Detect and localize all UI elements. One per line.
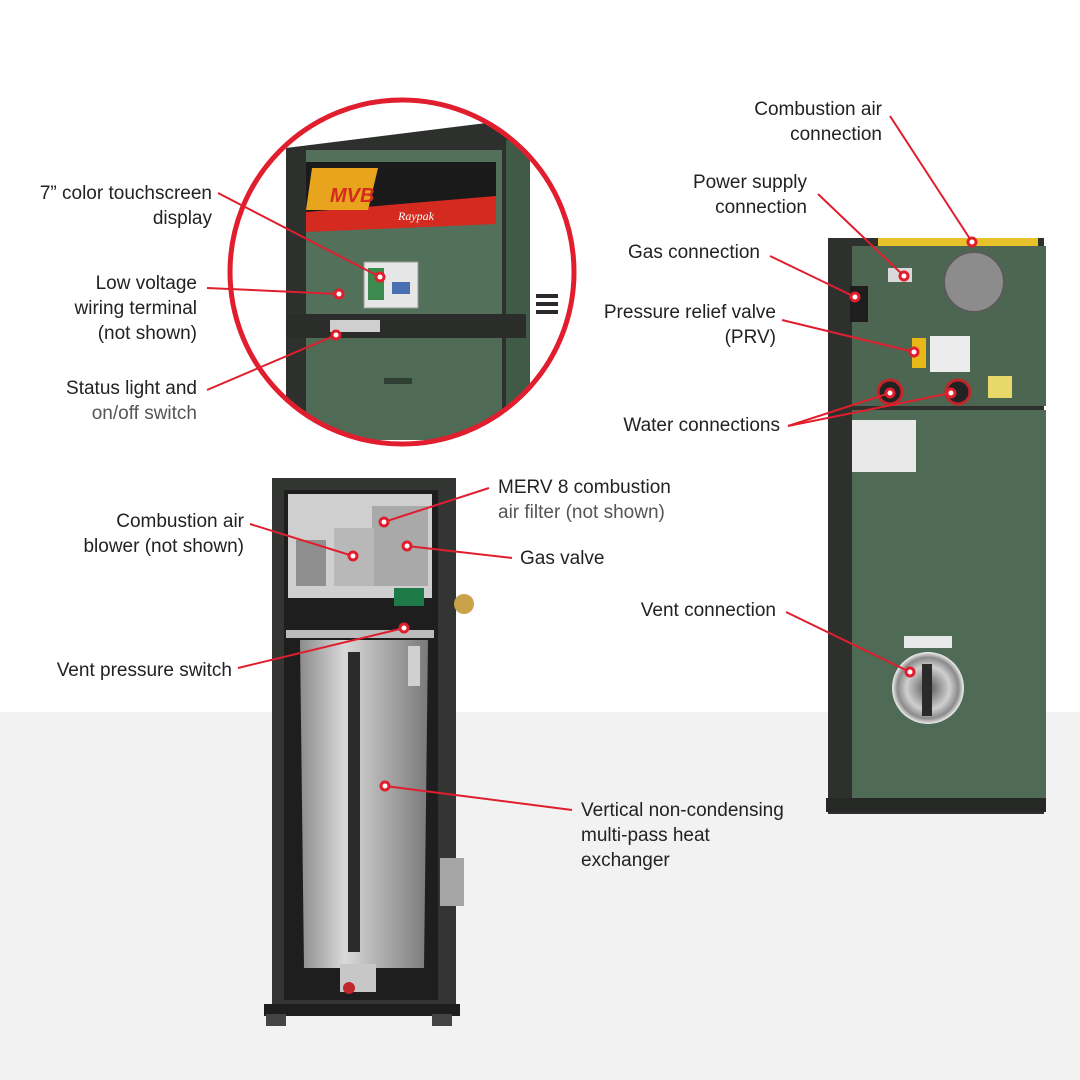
label-gas-connection: Gas connection [627,242,760,263]
front-panel-zoom: MVB Raypak [230,100,574,444]
label-combustion-air-connection: Combustion air connection [754,99,882,145]
label-merv-filter: MERV 8 combustion air filter (not shown) [498,477,671,523]
label-heat-exchanger: Vertical non-condensing multi-pass heat … [581,800,784,871]
open-boiler-unit [264,478,474,1026]
label-status-light: Status light and on/off switch [66,378,197,424]
mvb-logo: MVB [330,185,374,207]
label-low-voltage-terminal: Low voltage wiring terminal (not shown) [74,273,197,344]
label-gas-valve: Gas valve [520,548,605,569]
raypak-logo: Raypak [397,209,435,223]
combustion-air-intake [943,251,1005,313]
leader-lines [206,115,973,811]
label-vent-connection: Vent connection [640,600,776,621]
label-vent-pressure-switch: Vent pressure switch [56,660,232,681]
status-switch-panel [330,320,380,332]
label-combustion-blower: Combustion air blower (not shown) [83,511,244,557]
label-prv: Pressure relief valve (PRV) [603,302,776,348]
callout-markers [330,236,978,792]
label-touchscreen: 7” color touchscreen display [39,183,212,229]
label-water-connections: Water connections [623,415,780,436]
zoom-ring [227,97,577,447]
rear-boiler-unit [826,238,1046,814]
label-power-supply: Power supply connection [692,172,807,218]
